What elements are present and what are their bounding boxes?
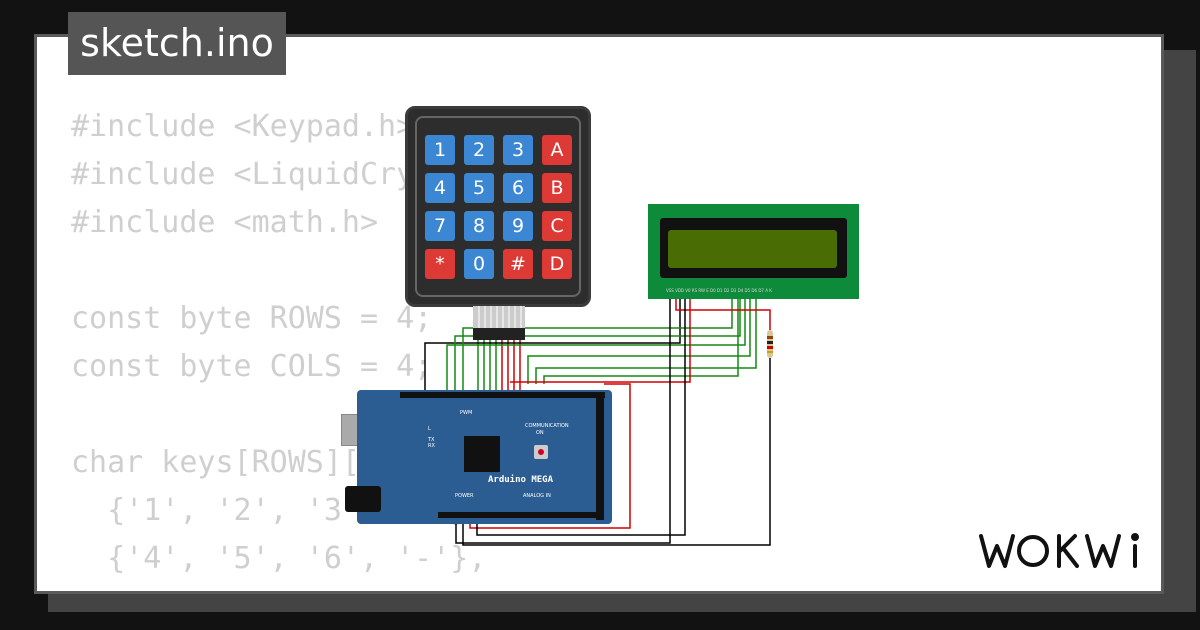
- pwm-label: PWM: [460, 410, 473, 416]
- keypad-key[interactable]: 9: [503, 211, 533, 241]
- wokwi-logo: [975, 526, 1155, 576]
- wire: [543, 298, 739, 384]
- code-line: #include <math.h>: [71, 205, 379, 240]
- code-preview: #include <Keypad.h>#include <LiquidCryst…: [71, 103, 541, 591]
- code-line: {'7', '8', '9', '*'},: [71, 583, 541, 591]
- board-label: Arduino MEGA: [488, 475, 554, 485]
- resistor[interactable]: [767, 330, 773, 358]
- keypad-ribbon-cable: [473, 306, 525, 340]
- keypad-key[interactable]: *: [425, 249, 455, 279]
- code-line: {'4', '5', '6', '-'},: [71, 541, 487, 576]
- keypad-key[interactable]: A: [542, 135, 572, 165]
- microcontroller-chip: [464, 436, 500, 472]
- wire: [462, 298, 733, 398]
- wire: [454, 298, 741, 398]
- wire: [476, 298, 686, 536]
- wire: [462, 358, 771, 546]
- wokwi-logo-mark: [979, 533, 1139, 568]
- keypad-key[interactable]: C: [542, 211, 572, 241]
- communication-label: COMMUNICATION: [525, 423, 569, 429]
- keypad-key[interactable]: 1: [425, 135, 455, 165]
- digital-header: [400, 392, 605, 398]
- analog-in-label: ANALOG IN: [523, 493, 551, 499]
- code-line: const byte ROWS = 4;: [71, 301, 433, 336]
- preview-card: #include <Keypad.h>#include <LiquidCryst…: [34, 34, 1164, 594]
- keypad-border: [415, 116, 581, 297]
- lcd-display[interactable]: VSS VDD V0 RS RW E D0 D1 D2 D3 D4 D5 D6 …: [648, 204, 859, 299]
- wire: [675, 298, 771, 330]
- on-label: ON: [536, 430, 544, 436]
- tx-label: TX: [428, 437, 435, 443]
- code-line: #include <Keypad.h>: [71, 109, 415, 144]
- wire: [455, 298, 671, 544]
- keypad-key[interactable]: 5: [464, 173, 494, 203]
- power-jack: [345, 486, 381, 512]
- rx-label: RX: [428, 443, 435, 449]
- wire: [446, 298, 746, 398]
- wire: [510, 298, 691, 383]
- keypad-key[interactable]: 2: [464, 135, 494, 165]
- wire: [424, 298, 681, 398]
- keypad-key[interactable]: 3: [503, 135, 533, 165]
- lcd-frame: [660, 218, 847, 278]
- power-analog-header: [438, 512, 603, 518]
- keypad-key[interactable]: 6: [503, 173, 533, 203]
- keypad-key[interactable]: D: [542, 249, 572, 279]
- wire: [535, 298, 757, 384]
- keypad-key[interactable]: 7: [425, 211, 455, 241]
- side-header: [596, 392, 604, 520]
- power-label: POWER: [455, 493, 474, 499]
- wire: [527, 298, 751, 384]
- file-name-tab: sketch.ino: [68, 12, 286, 75]
- wire: [469, 383, 631, 529]
- keypad-key[interactable]: 0: [464, 249, 494, 279]
- lcd-screen: [668, 230, 837, 268]
- code-line: const byte COLS = 4;: [71, 349, 433, 384]
- keypad-key[interactable]: 4: [425, 173, 455, 203]
- keypad-key[interactable]: #: [503, 249, 533, 279]
- resistor-bands: [767, 336, 773, 353]
- keypad-key[interactable]: B: [542, 173, 572, 203]
- lcd-pin-labels: VSS VDD V0 RS RW E D0 D1 D2 D3 D4 D5 D6 …: [666, 288, 772, 293]
- keypad-key[interactable]: 8: [464, 211, 494, 241]
- l-label: L: [428, 426, 431, 432]
- reset-button[interactable]: [534, 445, 548, 459]
